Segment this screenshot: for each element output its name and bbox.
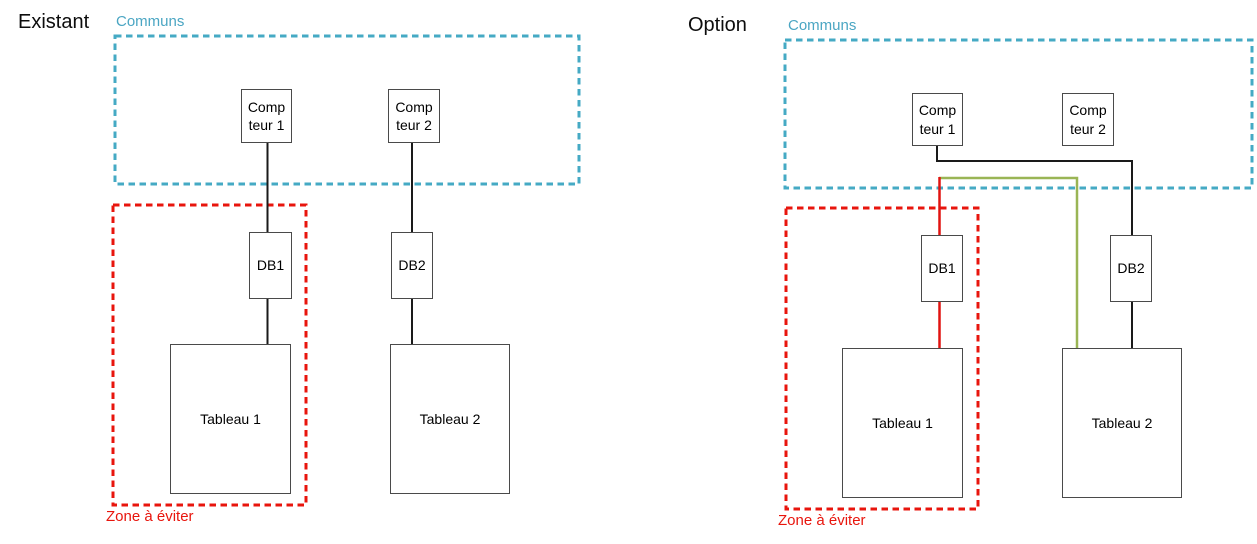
box-tableau1-option: Tableau 1: [842, 348, 963, 498]
diagram-title-existant: Existant: [18, 11, 90, 33]
box-compteur1-option: Comp teur 1: [912, 93, 963, 146]
box-compteur2-option-line1: Comp: [1069, 102, 1107, 119]
zone-a-eviter-label-existant: Zone à éviter: [106, 508, 194, 525]
box-compteur1-option-line2: teur 1: [919, 120, 956, 137]
communs-zone-dashed-rect-existant: [113, 34, 581, 186]
box-db2-existant-label: DB2: [398, 257, 426, 274]
wire-compteur1-db2-option: [936, 145, 1133, 236]
box-db2-option-label: DB2: [1117, 260, 1145, 277]
box-tableau1-option-label: Tableau 1: [872, 414, 933, 431]
box-db1-option-label: DB1: [928, 260, 956, 277]
box-tableau1-existant-label: Tableau 1: [200, 410, 261, 427]
box-db2-existant: DB2: [391, 232, 433, 299]
box-db1-existant: DB1: [249, 232, 292, 299]
box-compteur2-existant-line1: Comp: [395, 98, 433, 115]
box-compteur1-existant-line2: teur 1: [248, 117, 285, 133]
box-compteur1-existant-line1: Comp: [247, 98, 286, 115]
box-db1-existant-label: DB1: [256, 257, 285, 274]
wire-green-tableau2-junction-option: [939, 176, 1079, 349]
box-db2-option: DB2: [1110, 235, 1152, 302]
communs-label-option: Communs: [788, 17, 857, 34]
box-compteur2-option-line2: teur 2: [1070, 120, 1106, 137]
box-compteur2-existant-line2: teur 2: [396, 117, 432, 133]
box-db1-option: DB1: [921, 235, 963, 302]
zone-a-eviter-label-option: Zone à éviter: [778, 512, 866, 529]
zone-a-eviter-dashed-rect-existant: [111, 203, 308, 507]
box-compteur1-existant: Comp teur 1: [241, 89, 292, 143]
box-compteur2-existant: Comp teur 2: [388, 89, 440, 143]
box-tableau2-option: Tableau 2: [1062, 348, 1182, 498]
box-tableau2-existant: Tableau 2: [390, 344, 510, 494]
box-compteur2-option: Comp teur 2: [1062, 93, 1114, 146]
box-compteur1-option-line1: Comp: [918, 102, 957, 119]
communs-label-existant: Communs: [116, 13, 185, 30]
communs-zone-dashed-rect-option: [783, 38, 1254, 190]
diagram-title-option: Option: [688, 14, 747, 36]
box-tableau2-option-label: Tableau 2: [1091, 414, 1153, 431]
box-tableau2-existant-label: Tableau 2: [419, 410, 481, 427]
zone-a-eviter-dashed-rect-option: [784, 206, 980, 511]
box-tableau1-existant: Tableau 1: [170, 344, 291, 494]
